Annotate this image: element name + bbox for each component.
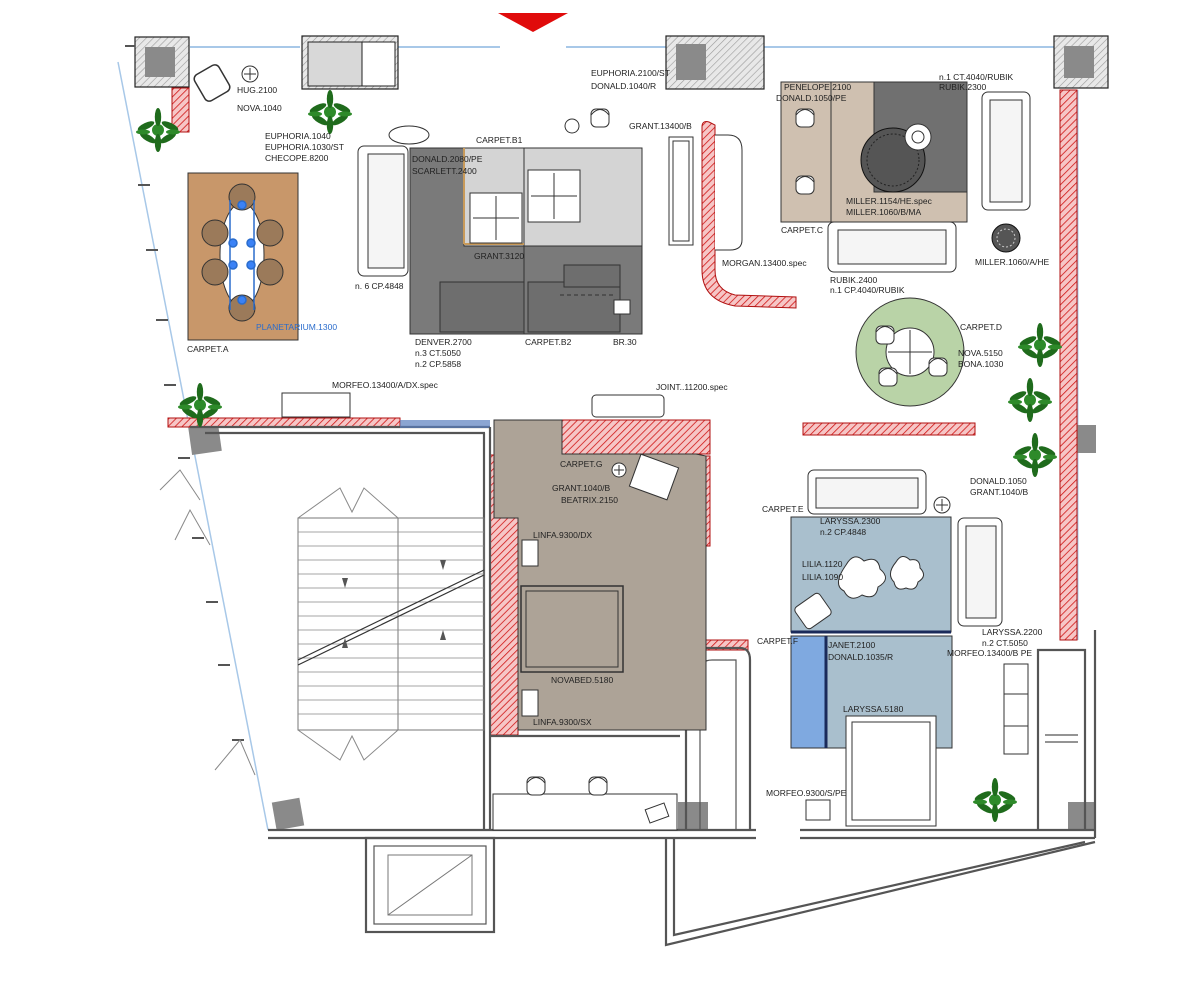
label-carpetB2: CARPET.B2 <box>525 337 572 347</box>
label-n2cp4848: n.2 CP.4848 <box>820 527 866 537</box>
label-lilia1120: LILIA.1120 <box>802 559 843 569</box>
label-donald1050pe: DONALD.1050/PE <box>776 93 847 103</box>
label-carpetA: CARPET.A <box>187 344 229 354</box>
carpet-c-lounge <box>780 81 1031 273</box>
label-carpetB1: CARPET.B1 <box>476 135 523 145</box>
plant-icon <box>1018 323 1062 367</box>
label-miller1060ahe: MILLER.1060/A/HE <box>975 257 1050 267</box>
label-n2cp5858: n.2 CP.5858 <box>415 359 461 369</box>
facade-mullions <box>125 45 244 741</box>
label-laryssa2200: LARYSSA.2200 <box>982 627 1043 637</box>
label-carpetD: CARPET.D <box>960 322 1002 332</box>
label-janet: JANET.2100 <box>828 640 876 650</box>
label-donald1035: DONALD.1035/R <box>828 652 893 662</box>
carpet-g-bedroom <box>493 419 707 731</box>
label-n1cp4040: n.1 CP.4040/RUBIK <box>830 285 905 295</box>
label-miller1060bma: MILLER.1060/B/MA <box>846 207 921 217</box>
label-bona1030: BONA.1030 <box>958 359 1004 369</box>
label-laryssa5180: LARYSSA.5180 <box>843 704 904 714</box>
label-scarlett: SCARLETT.2400 <box>412 166 477 176</box>
label-penelope: PENELOPE.2100 <box>784 82 851 92</box>
label-novabed: NOVABED.5180 <box>551 675 613 685</box>
plant-icon <box>308 90 352 134</box>
label-n3ct: n.3 CT.5050 <box>415 348 461 358</box>
label-denver: DENVER.2700 <box>415 337 472 347</box>
label-linfaSX: LINFA.9300/SX <box>533 717 592 727</box>
label-beatrix: BEATRIX.2150 <box>561 495 618 505</box>
label-grant1040b: GRANT.1040/B <box>552 483 610 493</box>
plant-icon <box>973 778 1017 822</box>
annotation-labels: HUG.2100 NOVA.1040 EUPHORIA.2100/ST DONA… <box>187 68 1050 798</box>
label-morfeo9300: MORFEO.9300/S/PE <box>766 788 847 798</box>
label-euphoria2100: EUPHORIA.2100/ST <box>591 68 670 78</box>
label-n2ct5050: n.2 CT.5050 <box>982 638 1028 648</box>
label-euphoria1040: EUPHORIA.1040 <box>265 131 331 141</box>
label-miller1154: MILLER.1154/HE.spec <box>846 196 933 206</box>
carpet-d-round <box>855 297 965 407</box>
label-linfaDX: LINFA.9300/DX <box>533 530 592 540</box>
label-donald2080: DONALD.2080/PE <box>412 154 483 164</box>
label-planetarium: PLANETARIUM.1300 <box>256 322 337 332</box>
label-nova1040: NOVA.1040 <box>237 103 282 113</box>
joint-bench <box>591 394 665 418</box>
staircase <box>159 469 485 776</box>
label-laryssa2300: LARYSSA.2300 <box>820 516 881 526</box>
label-donald1040: DONALD.1040/R <box>591 81 656 91</box>
euphoria-chair <box>564 108 743 251</box>
hug-armchair <box>193 64 259 102</box>
label-grant1040b2: GRANT.1040/B <box>970 487 1028 497</box>
label-n1ct4040: n.1 CT.4040/RUBIK <box>939 72 1014 82</box>
plant-icon <box>1013 433 1057 477</box>
label-nova5150: NOVA.5150 <box>958 348 1003 358</box>
carpet-e-f-living <box>790 469 1029 827</box>
label-carpetC: CARPET.C <box>781 225 823 235</box>
carpet-b-lounge <box>357 125 643 335</box>
label-hug: HUG.2100 <box>237 85 277 95</box>
desk-area <box>492 776 678 831</box>
label-lilia1090: LILIA.1090 <box>802 572 843 582</box>
plant-icon <box>1008 378 1052 422</box>
label-checope: CHECOPE.8200 <box>265 153 329 163</box>
structural-columns <box>134 35 1109 831</box>
label-morgan: MORGAN.13400.spec <box>722 258 807 268</box>
label-morfeo13400bpe: MORFEO.13400/B PE <box>947 648 1032 658</box>
label-br30: BR.30 <box>613 337 637 347</box>
label-carpetG: CARPET.G <box>560 459 603 469</box>
morfeo-console <box>281 392 351 418</box>
label-carpetE: CARPET.E <box>762 504 804 514</box>
label-euphoria1030: EUPHORIA.1030/ST <box>265 142 344 152</box>
label-rubik2400: RUBIK.2400 <box>830 275 878 285</box>
label-morfeo13400: MORFEO.13400/A/DX.spec <box>332 380 439 390</box>
label-n6cp: n. 6 CP.4848 <box>355 281 404 291</box>
label-donald1050: DONALD.1050 <box>970 476 1027 486</box>
label-carpetF: CARPET.F <box>757 636 798 646</box>
label-rubik2300: RUBIK.2300 <box>939 82 987 92</box>
label-grant3120: GRANT.3120 <box>474 251 524 261</box>
label-joint: JOINT..11200.spec <box>656 382 728 392</box>
label-grant13400: GRANT.13400/B <box>629 121 692 131</box>
carpet-a-dining <box>187 172 299 341</box>
north-arrow-icon <box>498 13 568 32</box>
